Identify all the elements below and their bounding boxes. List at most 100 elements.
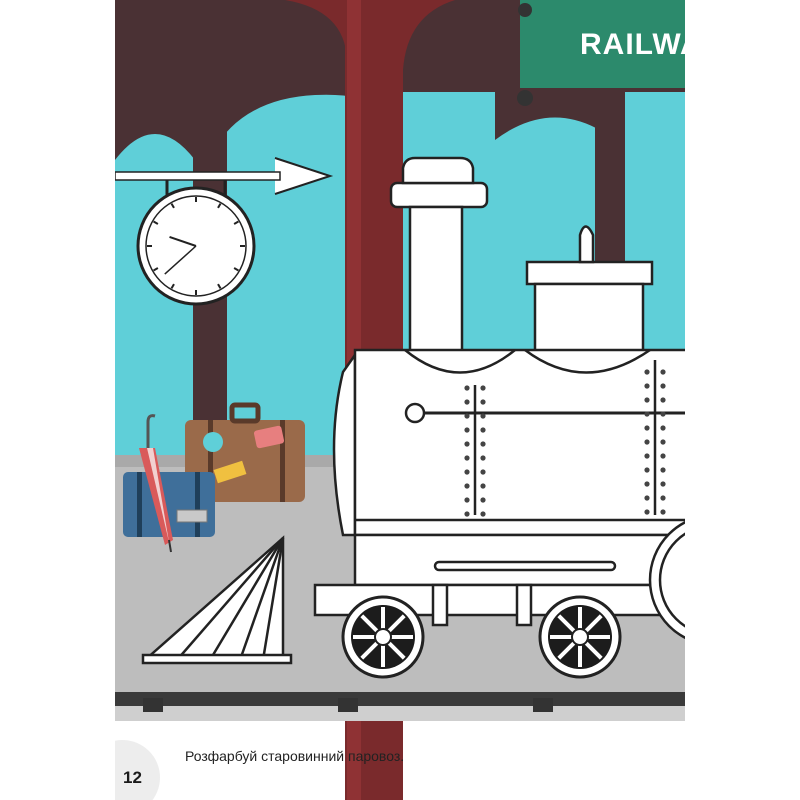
clock-tick bbox=[170, 283, 175, 289]
rivet bbox=[644, 397, 650, 403]
umbrella-stripe bbox=[147, 448, 169, 542]
rivet bbox=[464, 441, 470, 447]
suitcase-blue-tag bbox=[176, 509, 208, 523]
suitcase-blue-strap-2 bbox=[195, 472, 200, 537]
rivet bbox=[480, 455, 486, 461]
locomotive bbox=[141, 156, 685, 665]
boiler-rivets bbox=[464, 369, 666, 517]
suitcase-sticker-blue bbox=[203, 432, 223, 452]
rivet bbox=[644, 369, 650, 375]
umbrella-tip bbox=[168, 539, 172, 553]
rivet bbox=[644, 481, 650, 487]
suitcase-sticker-yellow bbox=[213, 460, 247, 484]
buffer-right bbox=[515, 583, 533, 627]
clock-tick bbox=[153, 267, 159, 272]
cowcatcher-bar-1 bbox=[176, 537, 284, 661]
dome-base bbox=[525, 260, 654, 286]
rivet bbox=[644, 509, 650, 515]
station-illustration bbox=[115, 0, 685, 800]
rivet bbox=[660, 383, 666, 389]
rivet bbox=[660, 495, 666, 501]
arch-left bbox=[115, 92, 195, 160]
book-page: RAILWA Розфарбуй старовинний паровоз. 12 bbox=[115, 0, 685, 800]
rivet bbox=[644, 495, 650, 501]
rivet bbox=[464, 511, 470, 517]
whistle bbox=[578, 225, 595, 264]
sign-bolt-top bbox=[518, 3, 532, 17]
rivet bbox=[660, 397, 666, 403]
rivet bbox=[480, 469, 486, 475]
rivet bbox=[480, 385, 486, 391]
red-arch bbox=[285, 0, 455, 70]
rivet bbox=[644, 453, 650, 459]
rivet bbox=[660, 467, 666, 473]
track-bed bbox=[115, 706, 685, 721]
clock-ticks bbox=[147, 197, 245, 295]
page-number: 12 bbox=[123, 768, 142, 787]
rivet bbox=[464, 385, 470, 391]
rivet bbox=[464, 483, 470, 489]
big-wheel-inner bbox=[658, 532, 685, 628]
chimney-cap bbox=[389, 181, 489, 209]
rivet bbox=[660, 425, 666, 431]
rail-clip-2 bbox=[338, 698, 358, 712]
smokebox-front bbox=[332, 351, 357, 537]
sign-bolt-bottom bbox=[517, 90, 533, 106]
rivet bbox=[480, 497, 486, 503]
clock-tick bbox=[170, 203, 175, 209]
rivet bbox=[464, 427, 470, 433]
rivet bbox=[464, 399, 470, 405]
rivet bbox=[480, 483, 486, 489]
arrow-bar bbox=[115, 171, 281, 181]
chimney-stack bbox=[408, 205, 464, 354]
cowcatcher-bar-2 bbox=[208, 537, 285, 661]
boiler-band-2 bbox=[524, 348, 651, 374]
rivet bbox=[480, 511, 486, 517]
rivet bbox=[644, 411, 650, 417]
rail-clip-1 bbox=[143, 698, 163, 712]
rivet bbox=[464, 497, 470, 503]
suitcase-blue-strap-1 bbox=[137, 472, 142, 537]
clock-tick bbox=[233, 267, 239, 272]
suitcase-sticker-pink bbox=[253, 425, 285, 449]
headlamp bbox=[404, 402, 426, 424]
cowcatcher-bar-4 bbox=[261, 537, 285, 661]
rivet bbox=[480, 441, 486, 447]
rivet bbox=[480, 399, 486, 405]
frame bbox=[353, 533, 685, 587]
buffer-left bbox=[431, 583, 449, 627]
rivet bbox=[464, 469, 470, 475]
clock-tick bbox=[217, 203, 222, 209]
rivet bbox=[644, 439, 650, 445]
boiler bbox=[353, 348, 685, 537]
clock-tick bbox=[233, 220, 239, 225]
dome-body bbox=[533, 282, 645, 356]
rivet bbox=[644, 425, 650, 431]
rivet bbox=[660, 439, 666, 445]
chimney-top bbox=[401, 156, 475, 185]
rivet bbox=[464, 413, 470, 419]
rivet bbox=[660, 453, 666, 459]
running-board-slot bbox=[433, 560, 617, 572]
clock-hour-hand bbox=[169, 235, 197, 247]
rear-wheel bbox=[538, 595, 622, 679]
rivet bbox=[660, 411, 666, 417]
rivet bbox=[660, 509, 666, 515]
boiler-band-1 bbox=[404, 349, 516, 374]
clock-minute-hand bbox=[164, 245, 197, 275]
front-wheel bbox=[341, 595, 425, 679]
rivet bbox=[660, 481, 666, 487]
suitcase-brown-strap-1 bbox=[208, 420, 213, 502]
sign-board bbox=[520, 0, 685, 88]
suitcase-brown-handle bbox=[229, 402, 261, 424]
rivet bbox=[480, 413, 486, 419]
arrow-head bbox=[274, 157, 334, 195]
rivet bbox=[644, 383, 650, 389]
station-sign-text: RAILWA bbox=[580, 28, 685, 61]
cowcatcher-base bbox=[141, 653, 293, 665]
rivet bbox=[660, 369, 666, 375]
page-caption: Розфарбуй старовинний паровоз. bbox=[185, 748, 405, 764]
rail-clip-3 bbox=[533, 698, 553, 712]
umbrella-handle bbox=[146, 414, 156, 448]
rivet bbox=[464, 455, 470, 461]
